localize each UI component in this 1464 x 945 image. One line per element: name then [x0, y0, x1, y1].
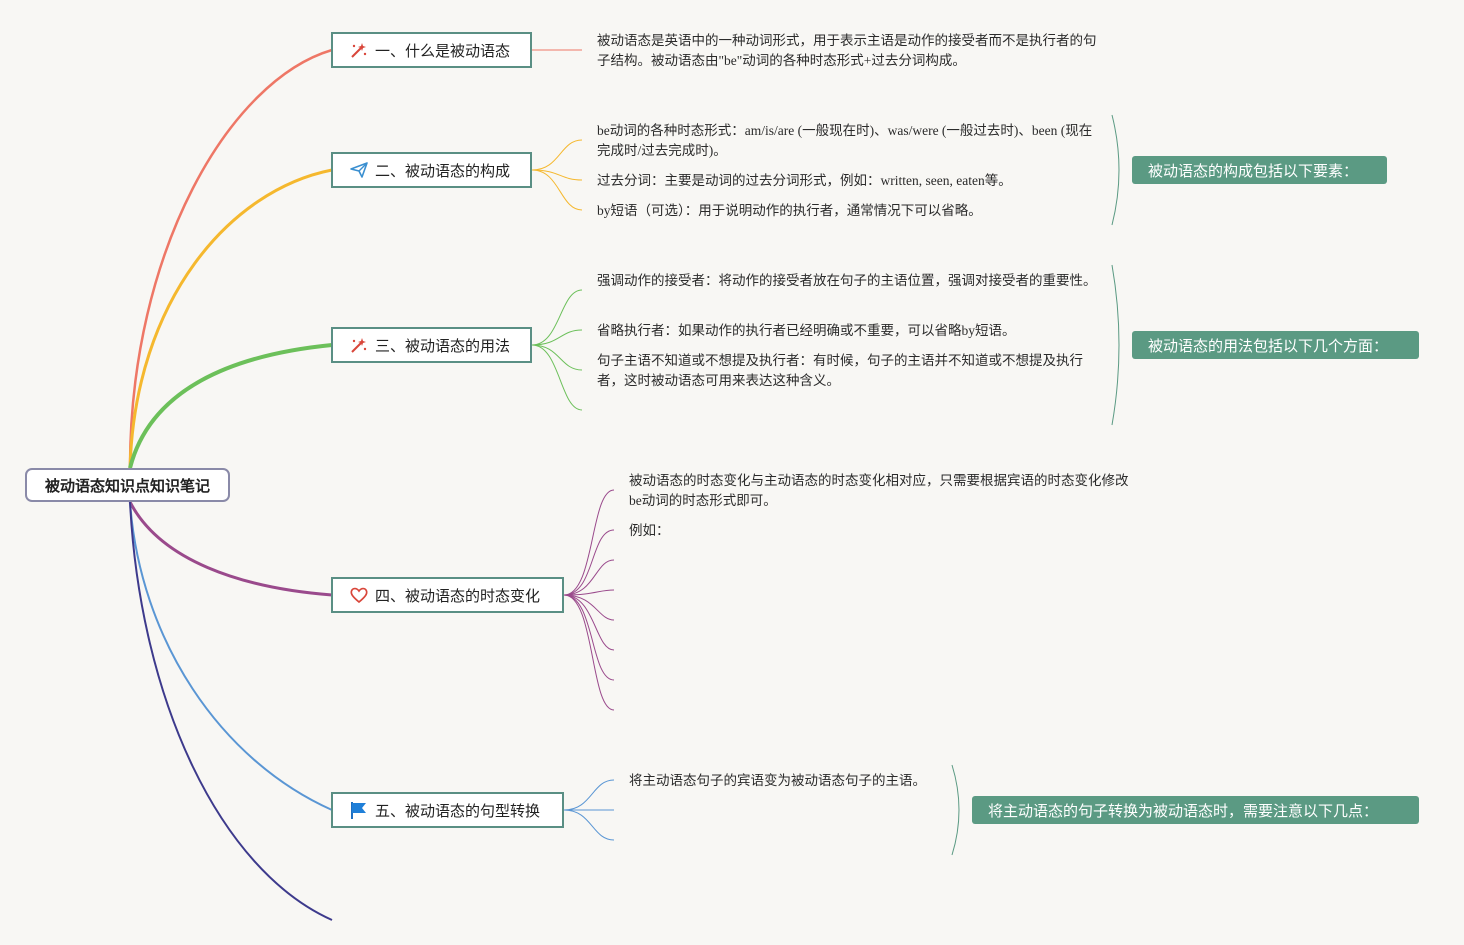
magic-wand-icon — [349, 335, 369, 355]
leaf-3-1[interactable]: 强调动作的接受者：将动作的接受者放在句子的主语位置，强调对接受者的重要性。 — [597, 273, 1097, 288]
branch-topic-5-label: 五、被动语态的句型转换 — [375, 801, 541, 820]
branch-link-4 — [128, 501, 333, 597]
leaf-2-1[interactable]: be动词的各种时态形式：am/is/are (一般现在时)、was/were (… — [597, 123, 1093, 158]
leaf-2-2[interactable]: 过去分词：主要是动词的过去分词形式，例如：written, seen, eate… — [597, 173, 1012, 188]
branch-topic-4-label: 四、被动语态的时态变化 — [375, 586, 541, 605]
summary-branch-3[interactable]: 被动语态的用法包括以下几个方面： — [1132, 331, 1419, 359]
root-topic-label: 被动语态知识点知识笔记 — [44, 476, 210, 495]
branch-link-6 — [129, 501, 333, 921]
leaf-3-2[interactable]: 省略执行者：如果动作的执行者已经明确或不重要，可以省略by短语。 — [597, 323, 1016, 338]
branch-topic-3[interactable]: 三、被动语态的用法 — [331, 327, 532, 363]
summary-branch-5[interactable]: 将主动语态的句子转换为被动语态时，需要注意以下几点： — [972, 796, 1419, 824]
magic-wand-icon — [349, 40, 369, 60]
branch-topic-1[interactable]: 一、什么是被动语态 — [331, 32, 532, 68]
summary-branch-2[interactable]: 被动语态的构成包括以下要素： — [1132, 156, 1387, 184]
branch-link-5 — [129, 501, 333, 811]
flag-icon — [349, 800, 369, 820]
branch-link-3 — [128, 343, 333, 469]
leaf-4-2[interactable]: 例如： — [629, 523, 670, 538]
branch-topic-2-label: 二、被动语态的构成 — [375, 161, 511, 180]
leaf-4-1[interactable]: 被动语态的时态变化与主动语态的时态变化相对应，只需要根据宾语的时态变化修改be动… — [629, 473, 1129, 508]
leaf-5-1[interactable]: 将主动语态句子的宾语变为被动语态句子的主语。 — [629, 773, 926, 788]
branch-link-1 — [128, 48, 333, 469]
heart-icon — [349, 585, 369, 605]
paper-plane-icon — [349, 160, 369, 180]
branch-topic-4[interactable]: 四、被动语态的时态变化 — [331, 577, 564, 613]
branch-topic-1-label: 一、什么是被动语态 — [375, 41, 511, 60]
root-topic[interactable]: 被动语态知识点知识笔记 — [25, 468, 230, 502]
branch-link-2 — [128, 168, 333, 469]
branch-topic-2[interactable]: 二、被动语态的构成 — [331, 152, 532, 188]
leaf-2-3[interactable]: by短语（可选）：用于说明动作的执行者，通常情况下可以省略。 — [597, 203, 982, 218]
leaf-3-3[interactable]: 句子主语不知道或不想提及执行者：有时候，句子的主语并不知道或不想提及执行者，这时… — [597, 353, 1083, 388]
branch-topic-5[interactable]: 五、被动语态的句型转换 — [331, 792, 564, 828]
branch-topic-3-label: 三、被动语态的用法 — [375, 336, 511, 355]
leaf-1-1[interactable]: 被动语态是英语中的一种动词形式，用于表示主语是动作的接受者而不是执行者的句子结构… — [597, 33, 1097, 68]
